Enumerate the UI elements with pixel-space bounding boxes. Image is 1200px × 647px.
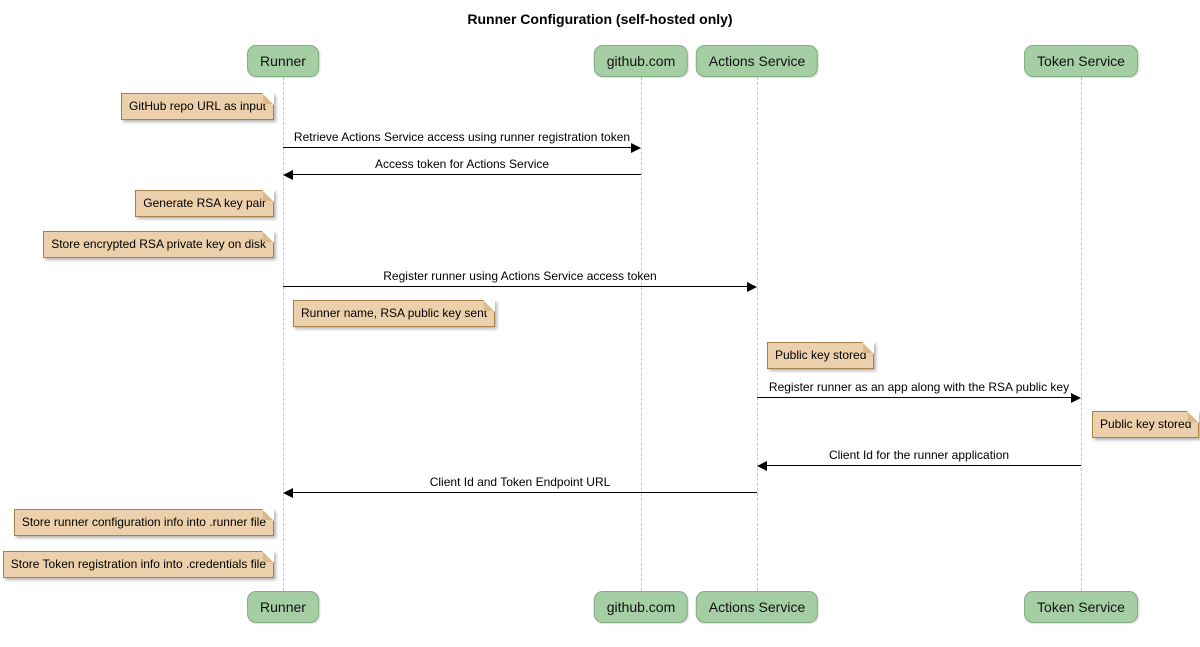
message-line-3 <box>283 286 748 287</box>
message-label-1: Retrieve Actions Service access using ru… <box>293 130 631 144</box>
note-2: Generate RSA key pair <box>135 190 274 217</box>
note-1: GitHub repo URL as input <box>121 93 274 120</box>
lifeline-runner <box>283 77 284 591</box>
message-label-6: Client Id and Token Endpoint URL <box>429 475 611 489</box>
diagram-title: Runner Configuration (self-hosted only) <box>467 11 733 27</box>
message-label-4: Register runner as an app along with the… <box>768 380 1070 394</box>
participant-top-github-com: github.com <box>593 45 689 77</box>
message-arrowhead-1 <box>631 143 641 153</box>
lifeline-actions-service <box>757 77 758 591</box>
note-4: Runner name, RSA public key sent <box>293 300 496 327</box>
message-line-2 <box>292 174 641 175</box>
message-arrowhead-3 <box>747 282 757 292</box>
message-label-3: Register runner using Actions Service ac… <box>383 269 657 283</box>
message-arrowhead-2 <box>283 170 293 180</box>
participant-top-runner: Runner <box>247 45 319 77</box>
participant-top-token-service: Token Service <box>1024 45 1138 77</box>
lifeline-token-service <box>1081 77 1082 591</box>
note-8: Store Token registration info into .cred… <box>2 551 275 578</box>
participant-bottom-token-service: Token Service <box>1024 591 1138 623</box>
participant-bottom-runner: Runner <box>247 591 319 623</box>
lifeline-github-com <box>641 77 642 591</box>
note-3: Store encrypted RSA private key on disk <box>43 231 274 258</box>
note-6: Public key stored <box>1092 411 1200 438</box>
participant-bottom-github-com: github.com <box>593 591 689 623</box>
note-5: Public key stored <box>767 342 875 369</box>
message-line-4 <box>757 397 1072 398</box>
message-label-5: Client Id for the runner application <box>828 448 1010 462</box>
message-arrowhead-5 <box>757 461 767 471</box>
participant-bottom-actions-service: Actions Service <box>695 591 819 623</box>
message-arrowhead-4 <box>1071 393 1081 403</box>
message-line-5 <box>766 465 1081 466</box>
note-7: Store runner configuration info into .ru… <box>13 509 275 536</box>
message-line-1 <box>283 147 632 148</box>
message-label-2: Access token for Actions Service <box>374 157 550 171</box>
participant-top-actions-service: Actions Service <box>695 45 819 77</box>
message-arrowhead-6 <box>283 488 293 498</box>
message-line-6 <box>292 492 757 493</box>
